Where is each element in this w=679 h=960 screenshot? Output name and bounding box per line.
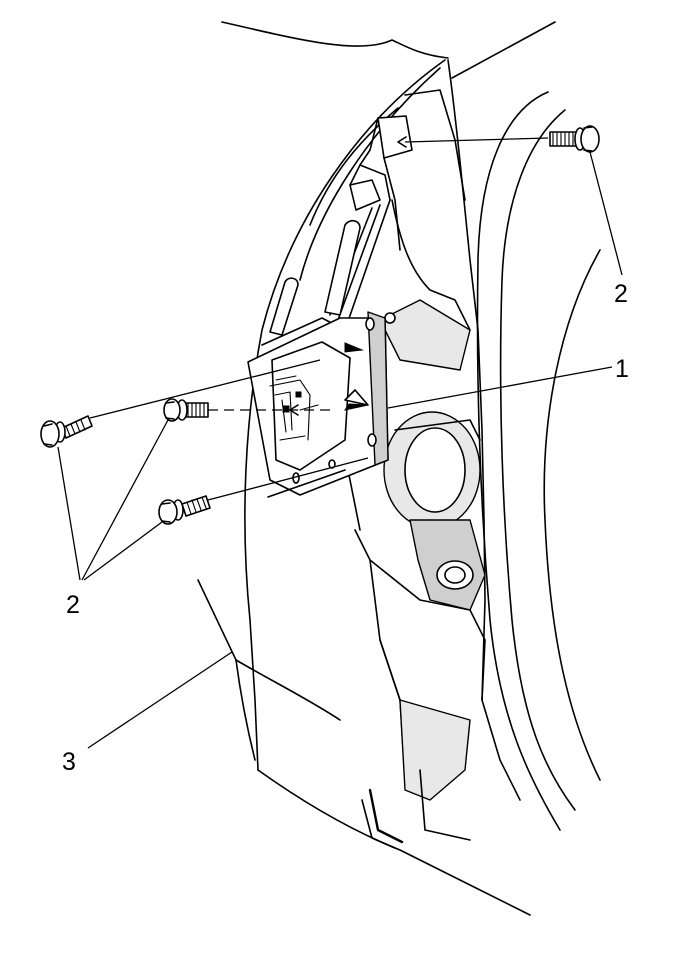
bolt-upper-right bbox=[397, 125, 600, 153]
body-panel-outline bbox=[197, 21, 601, 916]
module-detail bbox=[269, 375, 319, 441]
bolt-left-upper bbox=[40, 359, 321, 448]
mounting-plate bbox=[247, 311, 389, 498]
bolt-center bbox=[163, 398, 330, 422]
callout-plate: 1 bbox=[615, 355, 629, 383]
callout-labels: 2 1 2 3 bbox=[62, 280, 629, 776]
callout-bolts-left: 2 bbox=[66, 591, 80, 619]
bolt-lower bbox=[158, 457, 369, 525]
grommet-ring bbox=[383, 411, 481, 529]
callout-leaders bbox=[57, 151, 623, 749]
callout-panel: 3 bbox=[62, 748, 76, 776]
pillar-trim-detail bbox=[269, 115, 486, 849]
callout-bolt-upper: 2 bbox=[614, 280, 628, 308]
